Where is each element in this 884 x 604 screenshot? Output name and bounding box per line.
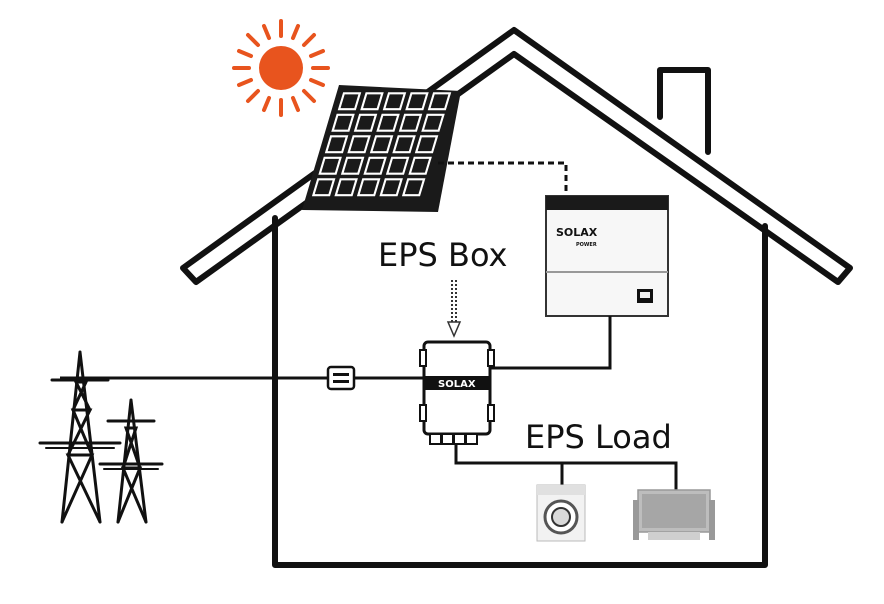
solar-cell xyxy=(408,156,432,175)
solar-cell xyxy=(405,92,429,111)
washing-machine-icon xyxy=(536,484,586,542)
solar-cell xyxy=(353,113,378,132)
solar-cell xyxy=(331,113,355,132)
house-outline xyxy=(180,27,853,568)
solar-cell xyxy=(311,178,336,197)
solar-cell xyxy=(392,135,416,154)
television-icon xyxy=(633,489,715,540)
power-pylon-icon xyxy=(38,350,164,524)
eps-box-label: EPS Box xyxy=(378,236,507,274)
solar-panel-icon xyxy=(302,85,461,212)
solar-cell xyxy=(340,156,365,175)
solar-cell xyxy=(337,92,362,111)
solar-cell xyxy=(376,113,400,132)
eps-box: SOLAX xyxy=(419,340,495,445)
solar-cell xyxy=(414,135,439,154)
solar-cell xyxy=(347,135,371,154)
inverter: SOLAX POWER xyxy=(545,195,669,317)
inverter-cable xyxy=(490,316,612,370)
solar-cell xyxy=(379,178,403,197)
eps-load-label: EPS Load xyxy=(525,418,672,456)
solar-cell xyxy=(421,113,445,132)
solar-cell xyxy=(369,135,394,154)
solar-cell xyxy=(324,135,349,154)
meter-icon xyxy=(326,365,356,391)
solar-cell xyxy=(363,156,387,175)
solar-cell xyxy=(385,156,410,175)
solar-cell xyxy=(334,178,358,197)
sun-icon xyxy=(232,19,330,117)
inverter-sub-brand: POWER xyxy=(576,242,597,248)
eps-box-brand: SOLAX xyxy=(438,379,476,390)
eps-box-arrow-icon xyxy=(446,280,462,338)
dc-cable-dashed xyxy=(438,161,568,196)
solar-cell xyxy=(318,156,342,175)
inverter-brand: SOLAX xyxy=(556,226,598,239)
solar-cell xyxy=(382,92,407,111)
solar-cell xyxy=(401,178,426,197)
solar-cell xyxy=(360,92,384,111)
solar-cell xyxy=(398,113,423,132)
solar-cell xyxy=(356,178,381,197)
solar-cell xyxy=(427,92,452,111)
